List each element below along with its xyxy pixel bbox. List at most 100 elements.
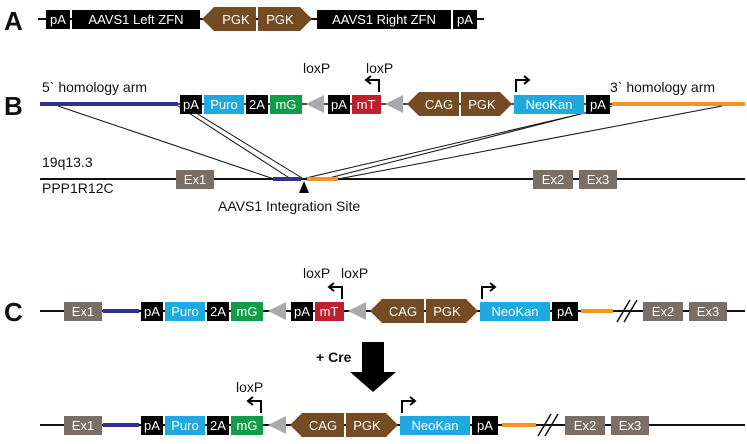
b-cag-arrow: CAG	[407, 92, 459, 116]
svg-text:Ex2: Ex2	[542, 172, 564, 187]
homology-arm-3-label: 3` homology arm	[610, 79, 715, 95]
svg-text:NeoKan: NeoKan	[526, 97, 573, 112]
svg-text:pA: pA	[50, 12, 66, 27]
svg-text:pA: pA	[590, 97, 606, 112]
pgk-arrow-left-a: PGK	[202, 7, 256, 31]
loxp-label-b1: loxP	[303, 60, 330, 76]
svg-text:PGK: PGK	[266, 12, 294, 27]
cr-neokan: NeoKan	[400, 416, 470, 435]
c-neokan: NeoKan	[480, 302, 550, 321]
recombination-lines	[57, 105, 723, 180]
svg-text:CAG: CAG	[309, 418, 337, 433]
b-pa-2: pA	[328, 95, 350, 114]
panel-c-label: C	[4, 297, 23, 327]
svg-text:NeoKan: NeoKan	[412, 418, 459, 433]
b-ex1: Ex1	[176, 170, 214, 189]
svg-text:Puro: Puro	[171, 418, 198, 433]
b-puro: Puro	[204, 95, 244, 114]
loxp-triangle-c3	[268, 416, 286, 434]
c-2a: 2A	[207, 302, 229, 321]
svg-text:2A: 2A	[210, 418, 226, 433]
cre-label: + Cre	[316, 349, 352, 365]
b-pgk-arrow: PGK	[461, 92, 512, 116]
svg-text:mG: mG	[237, 304, 258, 319]
svg-text:pA: pA	[477, 418, 493, 433]
cr-pa-3: pA	[472, 416, 498, 435]
panel-a-label: A	[4, 6, 23, 36]
gene-label: PPP1R12C	[42, 180, 114, 196]
panel-a-pa-right: pA	[453, 10, 477, 29]
c-neokan-promoter-arrow-icon	[481, 282, 497, 299]
svg-text:mG: mG	[237, 418, 258, 433]
svg-text:Ex2: Ex2	[652, 304, 674, 319]
loxp-label-c3: loxP	[236, 379, 263, 395]
svg-text:2A: 2A	[210, 304, 226, 319]
svg-text:pA: pA	[294, 304, 310, 319]
svg-text:pA: pA	[144, 418, 160, 433]
mt-promoter-arrow-icon	[364, 75, 380, 92]
c-pgk-arrow: PGK	[426, 299, 478, 323]
c-break-marks	[616, 299, 638, 323]
c-pa-1: pA	[141, 302, 163, 321]
c-mt: mT	[315, 302, 344, 321]
aavs1-right-zfn-box: AAVS1 Right ZFN	[317, 10, 451, 29]
aavs1-left-zfn-box: AAVS1 Left ZFN	[72, 10, 200, 29]
b-ex3: Ex3	[579, 170, 617, 189]
svg-text:Ex3: Ex3	[619, 418, 641, 433]
svg-text:AAVS1 Left ZFN: AAVS1 Left ZFN	[88, 12, 183, 27]
svg-text:Ex1: Ex1	[72, 304, 94, 319]
cr-neokan-promoter-arrow-icon	[401, 396, 417, 413]
cr-ex1: Ex1	[64, 416, 102, 435]
b-pa-3: pA	[586, 95, 610, 114]
b-mg: mG	[270, 95, 302, 114]
svg-text:CAG: CAG	[389, 304, 417, 319]
svg-text:pA: pA	[183, 97, 199, 112]
cr-cag-arrow: CAG	[290, 413, 344, 437]
integration-site-label: AAVS1 Integration Site	[218, 198, 360, 214]
svg-text:Ex1: Ex1	[72, 418, 94, 433]
cr-puro: Puro	[165, 416, 205, 435]
c-cag-arrow: CAG	[370, 299, 424, 323]
loxp-triangle-b1	[306, 95, 324, 113]
svg-text:pA: pA	[457, 12, 473, 27]
b-mt: mT	[352, 95, 381, 114]
cre-down-arrow-icon	[350, 342, 396, 392]
cr-ex2: Ex2	[565, 416, 605, 435]
b-neokan: NeoKan	[514, 95, 584, 114]
svg-text:pA: pA	[331, 97, 347, 112]
svg-text:mG: mG	[276, 97, 297, 112]
svg-text:mT: mT	[320, 304, 339, 319]
loxp-triangle-c2	[348, 302, 366, 320]
svg-text:PGK: PGK	[468, 97, 496, 112]
c-mg: mG	[231, 302, 263, 321]
svg-text:pA: pA	[557, 304, 573, 319]
svg-text:AAVS1 Right ZFN: AAVS1 Right ZFN	[332, 12, 436, 27]
c-result-break-marks	[537, 413, 559, 437]
svg-text:Ex2: Ex2	[574, 418, 596, 433]
c-pa-3: pA	[552, 302, 578, 321]
c-ex2: Ex2	[643, 302, 683, 321]
svg-text:Ex3: Ex3	[587, 172, 609, 187]
pgk-arrow-right-a: PGK	[258, 7, 312, 31]
svg-text:pA: pA	[144, 304, 160, 319]
c-puro: Puro	[165, 302, 205, 321]
c-ex3: Ex3	[689, 302, 727, 321]
cr-pgk-arrow: PGK	[346, 413, 398, 437]
svg-text:2A: 2A	[249, 97, 265, 112]
b-pa-1: pA	[180, 95, 202, 114]
svg-text:Puro: Puro	[210, 97, 237, 112]
c-mt-promoter-arrow-icon	[327, 282, 343, 299]
b-ex2: Ex2	[533, 170, 573, 189]
cr-mg-promoter-arrow-icon	[246, 396, 262, 413]
svg-text:NeoKan: NeoKan	[492, 304, 539, 319]
svg-text:CAG: CAG	[425, 97, 453, 112]
cr-mg: mG	[231, 416, 263, 435]
svg-text:PGK: PGK	[433, 304, 461, 319]
svg-text:mT: mT	[357, 97, 376, 112]
neokan-promoter-arrow-icon	[515, 75, 531, 92]
cr-pa-1: pA	[141, 416, 163, 435]
panel-a-pa-left: pA	[46, 10, 70, 29]
svg-text:Puro: Puro	[171, 304, 198, 319]
loxp-triangle-c1	[268, 302, 286, 320]
